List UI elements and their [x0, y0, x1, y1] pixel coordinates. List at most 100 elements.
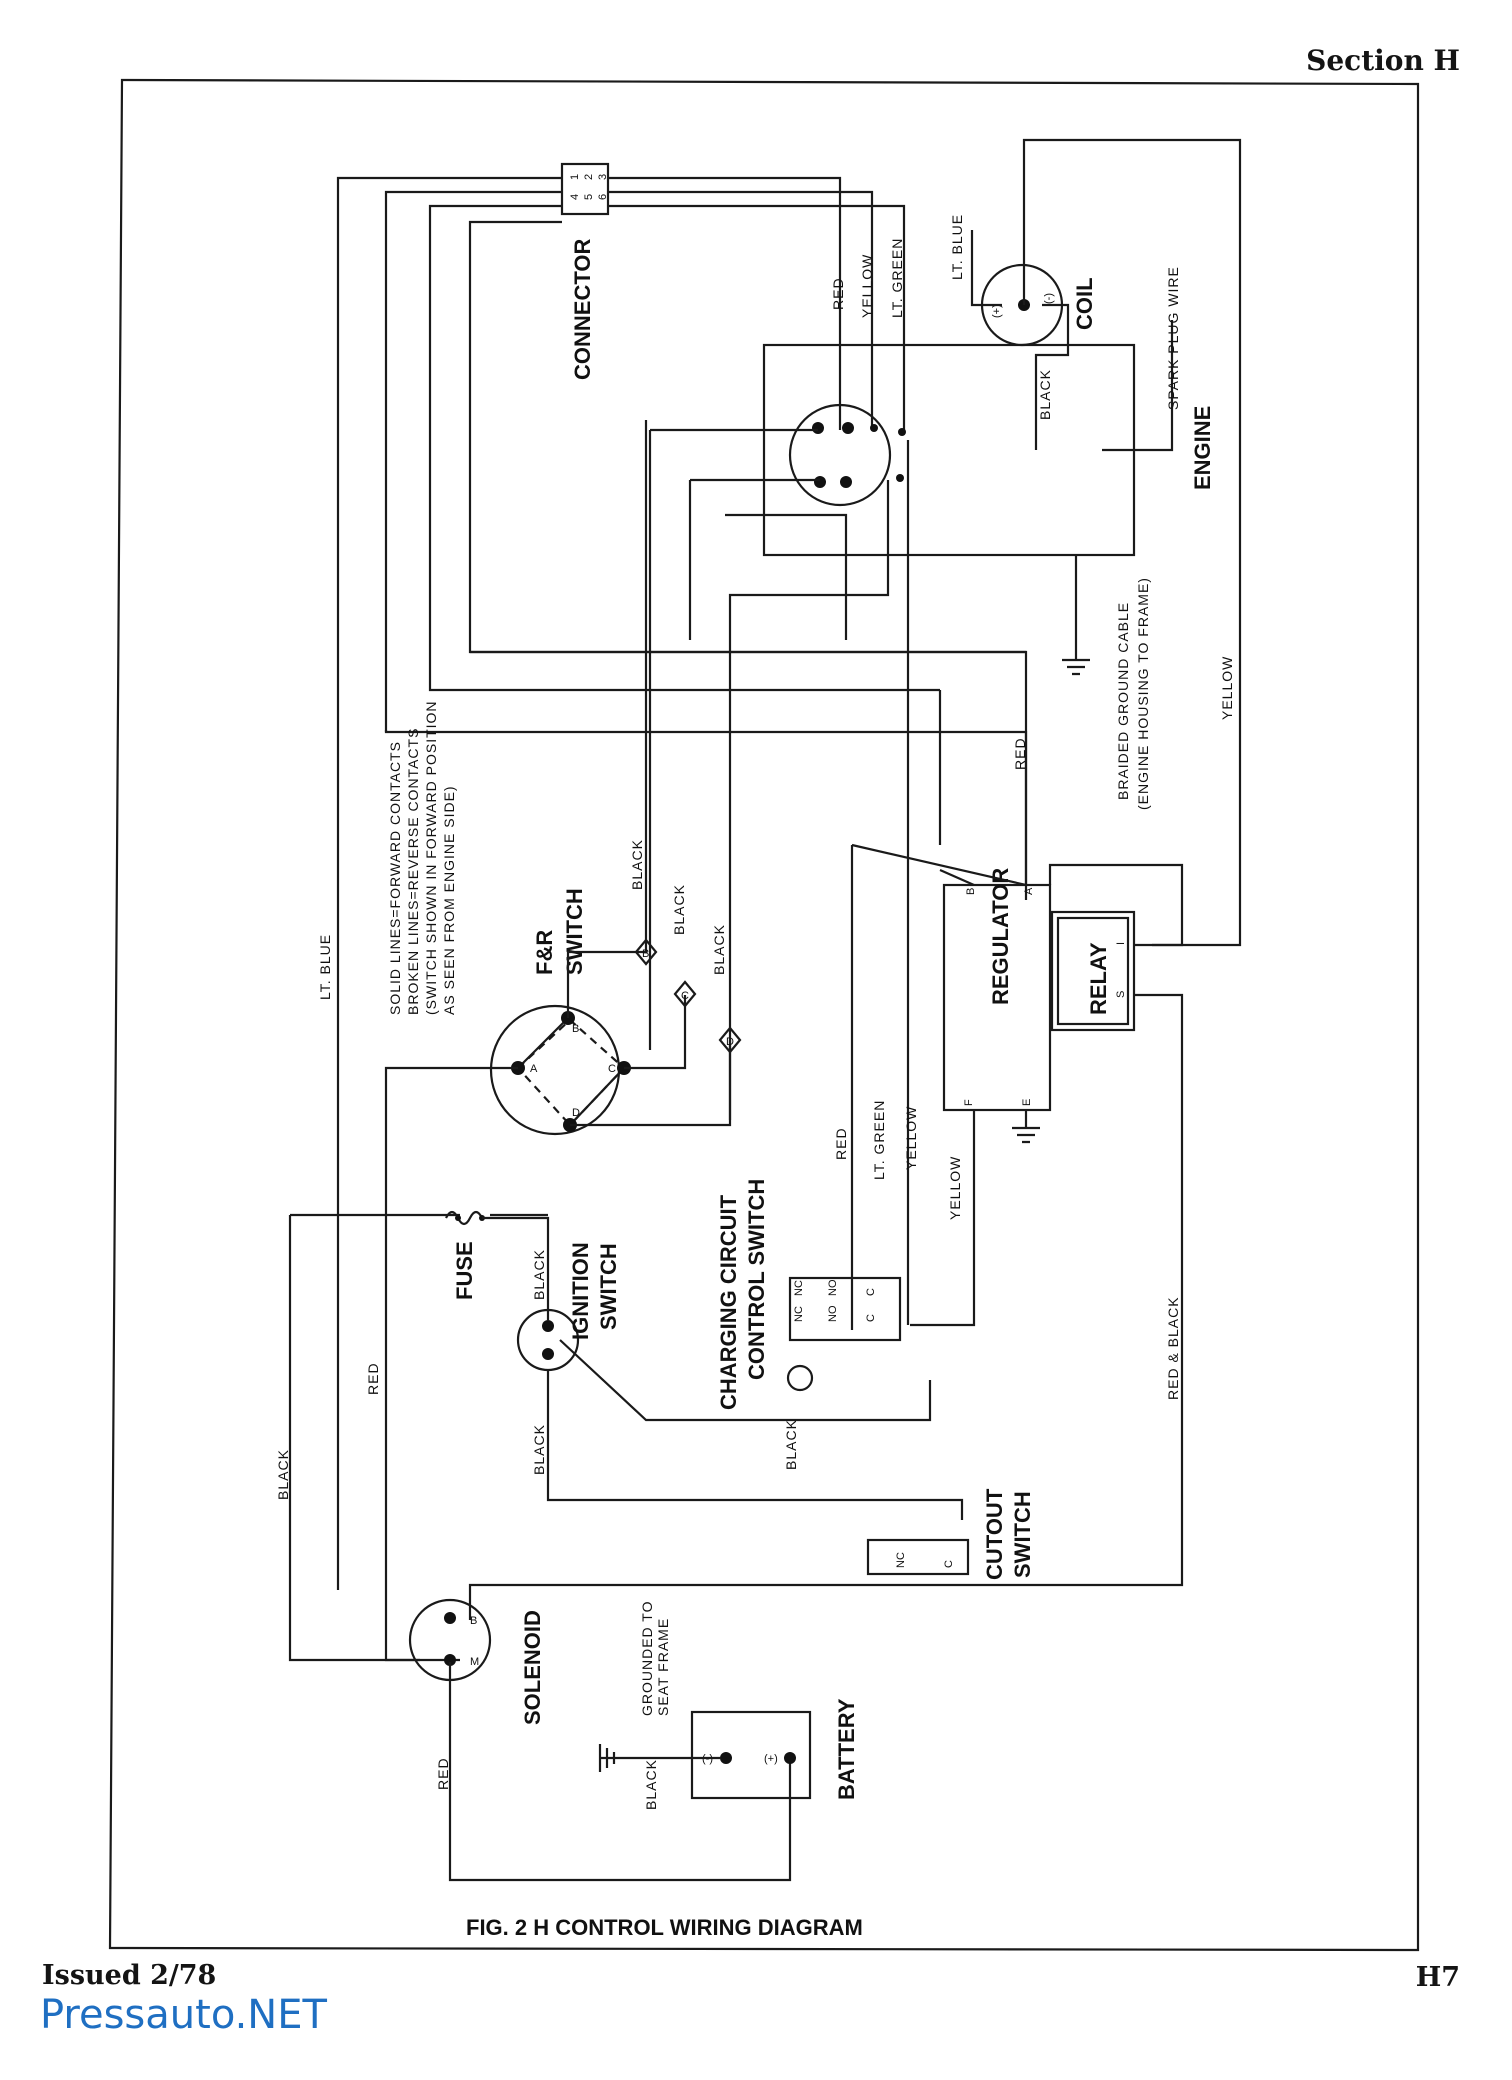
solenoid: B M SOLENOID: [408, 1598, 545, 1725]
svg-text:B: B: [642, 948, 649, 960]
switch-note: SOLID LINES=FORWARD CONTACTS BROKEN LINE…: [387, 700, 457, 1015]
svg-text:NO: NO: [827, 1279, 839, 1296]
battery-label: BATTERY: [834, 1698, 859, 1800]
svg-text:B: B: [965, 888, 977, 895]
battery: (-) (+) BATTERY: [690, 1698, 859, 1800]
svg-text:S: S: [1115, 991, 1127, 998]
fuse: FUSE: [445, 1210, 485, 1300]
left-wire-lt-blue: LT. BLUE: [317, 934, 333, 1000]
svg-text:AS SEEN FROM ENGINE SIDE): AS SEEN FROM ENGINE SIDE): [441, 785, 457, 1015]
spark-plug-wire-label: SPARK PLUG WIRE: [1165, 266, 1181, 410]
fuse-label: FUSE: [452, 1241, 477, 1300]
regulator-label: REGULATOR: [988, 868, 1013, 1005]
svg-text:(SWITCH SHOWN IN FORWARD POSIT: (SWITCH SHOWN IN FORWARD POSITION: [423, 700, 439, 1015]
svg-text:A: A: [530, 1063, 538, 1075]
fr-tags: B C D: [634, 938, 742, 1054]
charging-label-1: CHARGING CIRCUIT: [716, 1194, 741, 1410]
coil-label: COIL: [1072, 277, 1097, 330]
ignition-wire-black: BLACK: [531, 1424, 547, 1475]
charge-wire-lt-green: LT. GREEN: [871, 1100, 887, 1180]
svg-text:BROKEN LINES=REVERSE CONTACTS: BROKEN LINES=REVERSE CONTACTS: [405, 728, 421, 1015]
engine-label: ENGINE: [1190, 406, 1215, 490]
diagram-frame: [108, 78, 1420, 1952]
grounded-to-2: SEAT FRAME: [655, 1618, 671, 1716]
charge-wire-yellow: YELLOW: [903, 1106, 919, 1170]
fr-label-2: SWITCH: [562, 888, 587, 975]
connector: 1 2 3 4 5 6 CONNECTOR: [560, 162, 610, 380]
svg-text:C: C: [681, 990, 689, 1002]
fr-label-1: F&R: [532, 930, 557, 975]
svg-text:B: B: [572, 1023, 579, 1035]
cutout-label-2: SWITCH: [1010, 1491, 1035, 1578]
svg-text:A: A: [1023, 887, 1035, 895]
charging-switch: NC NO C NC NO C CHARGING CIRCUIT CONTROL…: [716, 1179, 902, 1410]
engine-box: [762, 343, 1136, 557]
svg-text:M: M: [470, 1656, 479, 1668]
fr-wire-black-1: BLACK: [629, 839, 645, 890]
section-header: Section H: [1306, 44, 1460, 77]
fr-wire-black-2: BLACK: [671, 884, 687, 935]
battery-wire-black: BLACK: [643, 1759, 659, 1810]
connector-pin-1: 1: [569, 174, 581, 180]
ignition-switch: IGNITION SWITCH: [516, 1242, 621, 1372]
cutout-wire-black: BLACK: [783, 1419, 799, 1470]
grounded-to-1: GROUNDED TO: [639, 1601, 655, 1717]
charging-label-2: CONTROL SWITCH: [744, 1179, 769, 1380]
svg-text:B: B: [470, 1615, 477, 1627]
svg-text:SOLID LINES=FORWARD CONTACTS: SOLID LINES=FORWARD CONTACTS: [387, 741, 403, 1015]
connector-pin-4: 4: [569, 194, 581, 200]
solenoid-label: SOLENOID: [520, 1610, 545, 1725]
connector-pin-6: 6: [597, 194, 609, 200]
issued-date: Issued 2/78: [42, 1960, 217, 1991]
regulator-wire-yellow: YELLOW: [947, 1156, 963, 1220]
brand-watermark: Pressauto.NET: [40, 1992, 327, 2038]
diagram-caption: FIG. 2 H CONTROL WIRING DIAGRAM: [466, 1915, 863, 1940]
engine-plug: [788, 403, 892, 507]
svg-text:NC: NC: [793, 1306, 805, 1322]
engine-wire-yellow: YELLOW: [859, 254, 875, 318]
svg-text:NO: NO: [827, 1305, 839, 1322]
connector-pin-5: 5: [583, 194, 595, 200]
connector-label: CONNECTOR: [570, 239, 595, 380]
svg-text:C: C: [608, 1063, 616, 1075]
left-wire-black: BLACK: [275, 1449, 291, 1500]
svg-text:E: E: [1021, 1099, 1033, 1106]
relay: I S RELAY: [1050, 910, 1136, 1032]
coil-wire-lt-blue: LT. BLUE: [949, 214, 965, 280]
svg-text:(+): (+): [991, 304, 1003, 318]
svg-text:D: D: [572, 1107, 580, 1119]
svg-text:(+): (+): [764, 1753, 778, 1765]
fr-switch: A B C D F&R SWITCH: [489, 888, 631, 1136]
svg-text:NC: NC: [793, 1280, 805, 1296]
ground-cable-note-2: (ENGINE HOUSING TO FRAME): [1135, 577, 1151, 810]
charge-wire-red: RED: [833, 1127, 849, 1160]
engine-wire-lt-green: LT. GREEN: [889, 238, 905, 318]
left-wire-red: RED: [365, 1362, 381, 1395]
fuse-wire-black: BLACK: [531, 1249, 547, 1300]
ignition-label-2: SWITCH: [596, 1243, 621, 1330]
svg-text:C: C: [943, 1560, 955, 1568]
svg-text:F: F: [963, 1099, 975, 1106]
ignition-label-1: IGNITION: [568, 1242, 593, 1340]
mid-wire-red: RED: [1012, 737, 1028, 770]
coil-wire-black: BLACK: [1037, 369, 1053, 420]
wire-red-black: RED & BLACK: [1165, 1296, 1181, 1400]
connector-pin-2: 2: [583, 174, 595, 180]
right-wire-yellow: YELLOW: [1219, 656, 1235, 720]
engine-wire-red: RED: [830, 277, 846, 310]
cutout-label-1: CUTOUT: [982, 1488, 1007, 1580]
connector-pin-3: 3: [597, 174, 609, 180]
svg-text:C: C: [865, 1314, 877, 1322]
cutout-switch: NC C CUTOUT SWITCH: [866, 1488, 1035, 1580]
svg-text:I: I: [1115, 942, 1127, 945]
relay-label: RELAY: [1086, 942, 1111, 1015]
svg-text:(-): (-): [1043, 293, 1055, 304]
solenoid-wire-red: RED: [435, 1757, 451, 1790]
ground-cable-note-1: BRAIDED GROUND CABLE: [1115, 602, 1131, 800]
regulator: B A F E REGULATOR: [942, 868, 1052, 1112]
svg-text:D: D: [726, 1036, 734, 1048]
svg-text:C: C: [865, 1288, 877, 1296]
fr-wire-black-3: BLACK: [711, 924, 727, 975]
svg-text:NC: NC: [895, 1552, 907, 1568]
